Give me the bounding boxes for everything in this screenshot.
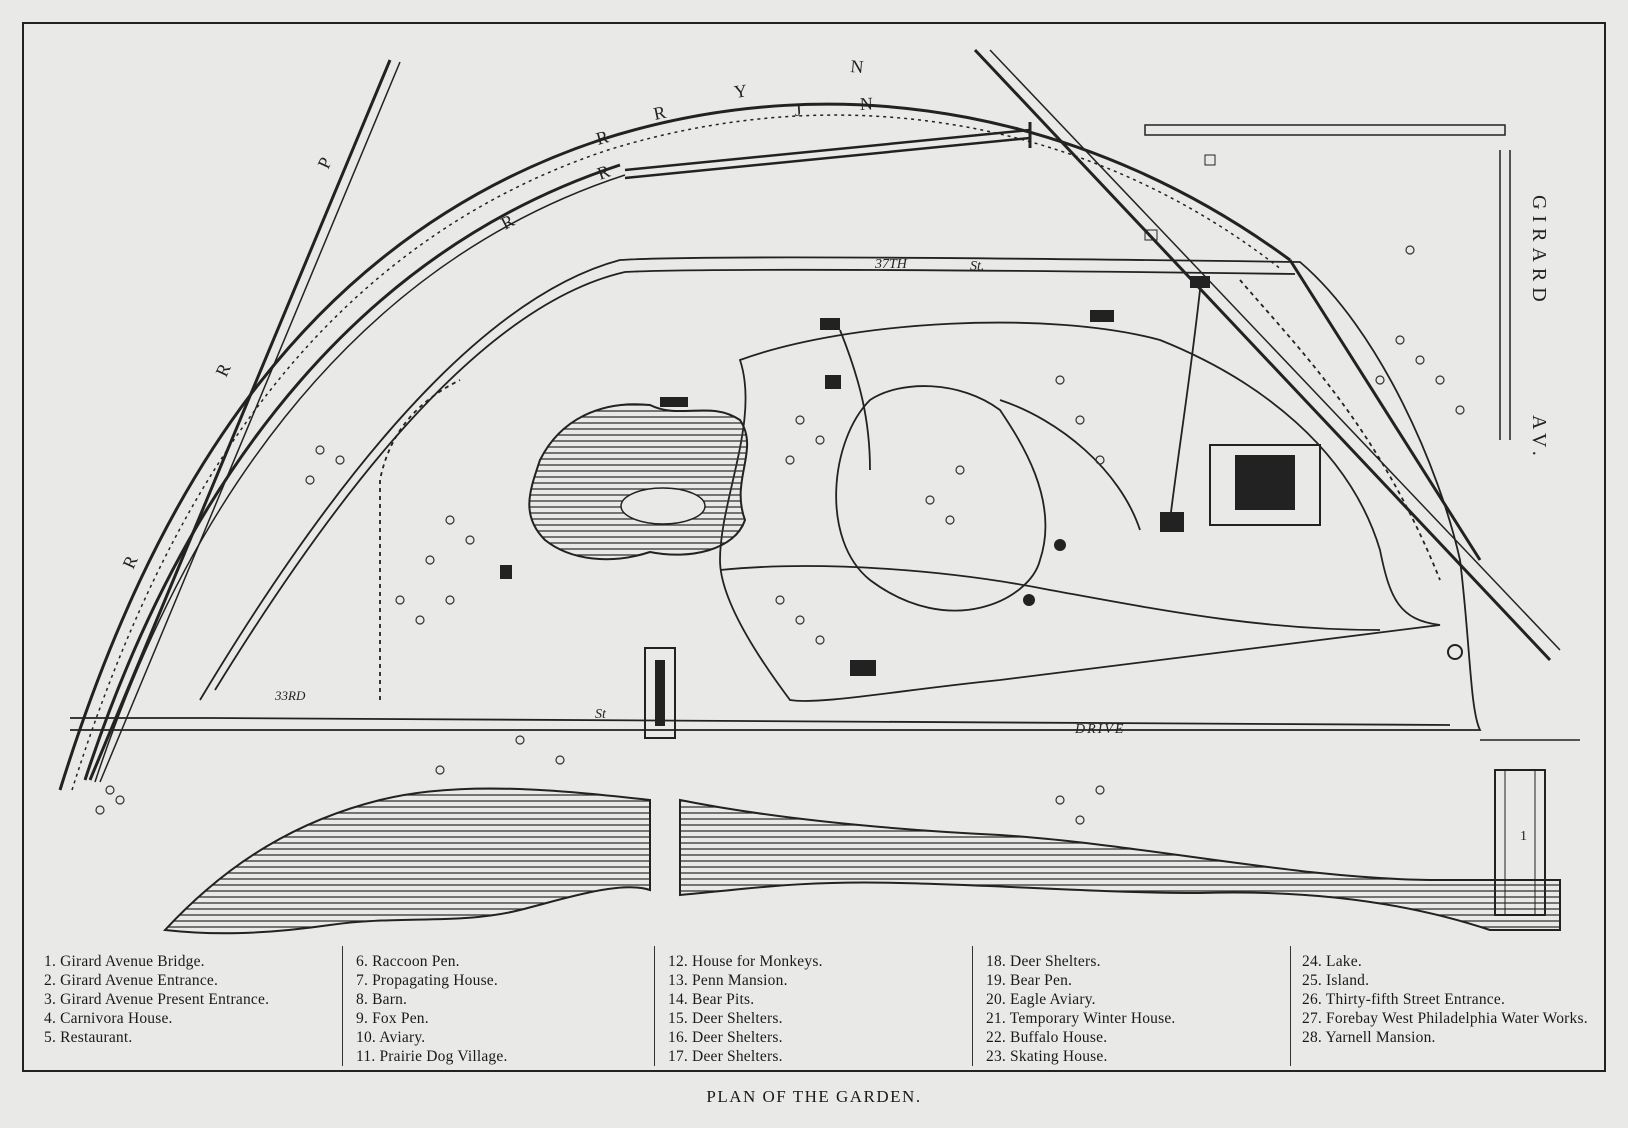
street-37-suffix: St. bbox=[970, 259, 984, 274]
buildings bbox=[500, 124, 1506, 739]
legend-item: 9. Fox Pen. bbox=[356, 1010, 429, 1027]
legend-item: 4. Carnivora House. bbox=[44, 1010, 173, 1027]
legend-item: 14. Bear Pits. bbox=[668, 991, 755, 1008]
legend-item: 27. Forebay West Philadelphia Water Work… bbox=[1302, 1010, 1588, 1027]
legend-item: 15. Deer Shelters. bbox=[668, 1010, 783, 1027]
lake bbox=[528, 403, 749, 561]
trees bbox=[95, 245, 1465, 825]
street-33-label: 33RD bbox=[274, 688, 306, 703]
legend-item: 13. Penn Mansion. bbox=[668, 972, 788, 989]
drive-label: DRIVE bbox=[1074, 722, 1125, 737]
garden-roads bbox=[70, 256, 1482, 731]
bear-pit bbox=[1023, 594, 1035, 606]
legend-item: 5. Restaurant. bbox=[44, 1029, 133, 1046]
rr-letter: Y bbox=[733, 80, 749, 102]
island bbox=[620, 487, 706, 525]
building bbox=[850, 660, 876, 676]
legend-item: 20. Eagle Aviary. bbox=[986, 991, 1096, 1008]
building bbox=[500, 565, 512, 579]
legend-item: 21. Temporary Winter House. bbox=[986, 1010, 1176, 1027]
legend-item: 7. Propagating House. bbox=[356, 972, 498, 989]
legend-item: 19. Bear Pen. bbox=[986, 972, 1073, 989]
legend-item: 25. Island. bbox=[1302, 972, 1370, 989]
river bbox=[162, 787, 1561, 935]
legend-item: 1. Girard Avenue Bridge. bbox=[44, 953, 205, 970]
legend-item: 28. Yarnell Mansion. bbox=[1302, 1029, 1436, 1046]
legend-item: 8. Barn. bbox=[356, 991, 408, 1008]
girard-avenue bbox=[1480, 150, 1580, 916]
bridge-number: 1 bbox=[1520, 829, 1527, 844]
street-labels: 37TH St. 33RD St DRIVE bbox=[274, 257, 1125, 737]
rr-letter: N bbox=[850, 56, 865, 77]
building bbox=[1090, 310, 1114, 322]
rr-letter: P bbox=[313, 154, 335, 172]
building bbox=[1190, 276, 1210, 288]
building bbox=[1204, 154, 1216, 166]
legend-item: 3. Girard Avenue Present Entrance. bbox=[44, 991, 270, 1008]
rr-letter: R bbox=[595, 161, 613, 184]
legend-divider bbox=[972, 946, 973, 1066]
legend-item: 11. Prairie Dog Village. bbox=[356, 1048, 508, 1065]
rr-letter: J bbox=[794, 100, 802, 120]
street-33-suffix: St bbox=[595, 707, 607, 722]
building bbox=[644, 647, 676, 739]
rr-letter: N bbox=[859, 94, 873, 114]
railroad-tracks bbox=[58, 48, 1561, 791]
legend-column-2: 6. Raccoon Pen. 7. Propagating House. 8.… bbox=[356, 952, 646, 1066]
building bbox=[655, 660, 665, 726]
legend-item: 10. Aviary. bbox=[356, 1029, 426, 1046]
rr-letter: R bbox=[211, 360, 234, 379]
building bbox=[660, 397, 688, 407]
building bbox=[1144, 229, 1158, 241]
map-frame bbox=[22, 22, 1606, 1072]
legend-item: 6. Raccoon Pen. bbox=[356, 953, 460, 970]
legend-item: 18. Deer Shelters. bbox=[986, 953, 1101, 970]
rr-letter: R bbox=[118, 552, 141, 571]
street-37-label: 37TH bbox=[874, 257, 908, 272]
girard-label: GIRARD bbox=[1528, 195, 1550, 308]
legend-column-3: 12. House for Monkeys. 13. Penn Mansion.… bbox=[668, 952, 958, 1066]
rr-letter: R bbox=[594, 126, 611, 148]
mansion-outline bbox=[1209, 444, 1321, 526]
legend-column-1: 1. Girard Avenue Bridge. 2. Girard Avenu… bbox=[44, 952, 334, 1047]
building bbox=[820, 318, 840, 330]
bear-pit bbox=[1054, 539, 1066, 551]
legend-item: 12. House for Monkeys. bbox=[668, 953, 823, 970]
girard-labels: GIRARD AV. 1 bbox=[1520, 195, 1550, 844]
penn-mansion bbox=[1235, 455, 1295, 510]
legend-item: 22. Buffalo House. bbox=[986, 1029, 1108, 1046]
legend-column-5: 24. Lake. 25. Island. 26. Thirty-fifth S… bbox=[1302, 952, 1602, 1047]
forebay bbox=[1447, 644, 1463, 660]
legend-item: 16. Deer Shelters. bbox=[668, 1029, 783, 1046]
legend-item: 17. Deer Shelters. bbox=[668, 1048, 783, 1065]
building bbox=[1160, 512, 1184, 532]
av-label: AV. bbox=[1528, 415, 1550, 462]
legend-item: 23. Skating House. bbox=[986, 1048, 1108, 1065]
legend-item: 24. Lake. bbox=[1302, 953, 1362, 970]
legend-divider bbox=[654, 946, 655, 1066]
legend-item: 2. Girard Avenue Entrance. bbox=[44, 972, 219, 989]
railroad-labels: N Y R R N J R R P R R bbox=[118, 56, 873, 572]
building bbox=[1144, 124, 1506, 136]
legend-item: 26. Thirty-fifth Street Entrance. bbox=[1302, 991, 1506, 1008]
legend-column-4: 18. Deer Shelters. 19. Bear Pen. 20. Eag… bbox=[986, 952, 1286, 1066]
legend-divider bbox=[342, 946, 343, 1066]
map-caption: PLAN OF THE GARDEN. bbox=[706, 1087, 922, 1106]
legend-divider bbox=[1290, 946, 1291, 1066]
rr-letter: R bbox=[652, 102, 668, 124]
building bbox=[825, 375, 841, 389]
